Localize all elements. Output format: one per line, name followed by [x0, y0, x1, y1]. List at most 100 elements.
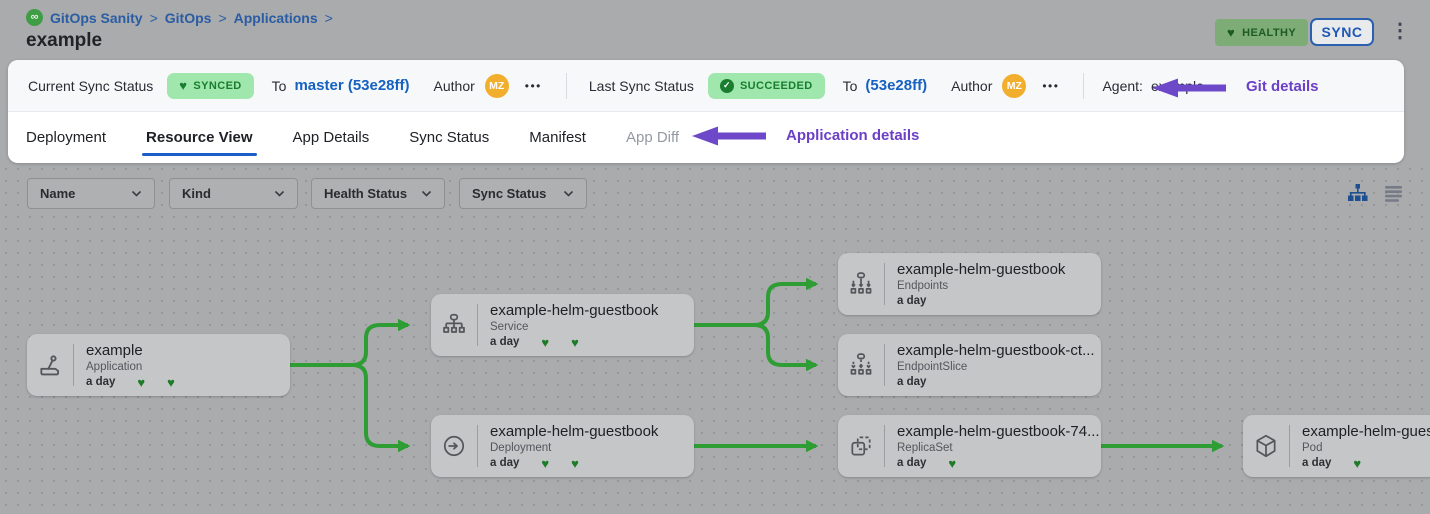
health-badge-label: HEALTHY — [1242, 26, 1297, 39]
last-revision-link[interactable]: (53e28ff) — [865, 77, 928, 94]
node-age: a day — [86, 376, 116, 388]
tab-deployment[interactable]: Deployment — [26, 128, 107, 146]
chevron-down-icon — [274, 190, 285, 197]
node-title: example-helm-guestbook — [897, 261, 1066, 278]
health-status-badge: ♥ HEALTHY — [1215, 19, 1309, 46]
divider — [884, 425, 885, 467]
divider — [565, 72, 567, 99]
author-avatar: MZ — [484, 73, 509, 98]
node-kind: EndpointSlice — [897, 361, 968, 373]
synced-badge-label: SYNCED — [193, 79, 242, 92]
page-title: example — [26, 30, 103, 51]
chevron-down-icon — [131, 190, 142, 197]
node-title: example-helm-guestbook-ct... — [897, 342, 1095, 359]
resource-node-application[interactable]: example Application a day ♥ ♥ — [27, 334, 290, 396]
node-age: a day — [897, 457, 927, 469]
chevron-down-icon — [421, 190, 432, 197]
health-heart-icon: ♥ — [541, 455, 550, 470]
agent-label: Agent: — [1102, 77, 1143, 94]
more-options-icon[interactable]: ••• — [1042, 78, 1060, 93]
resource-node-replicaset[interactable]: example-helm-guestbook-74... ReplicaSet … — [838, 415, 1101, 477]
filter-kind-label: Kind — [182, 186, 211, 201]
application-details-arrow-icon — [692, 126, 766, 146]
divider — [884, 344, 885, 386]
current-revision-link[interactable]: master (53e28ff) — [294, 77, 410, 94]
succeeded-badge-label: SUCCEEDED — [739, 79, 813, 92]
node-title: example-helm-guestbook — [490, 422, 659, 440]
heart-icon: ♥ — [1227, 25, 1236, 40]
current-sync-status-label: Current Sync Status — [28, 77, 154, 94]
node-kind: Deployment — [490, 441, 552, 454]
node-kind: Application — [86, 360, 143, 373]
node-kind: Service — [490, 320, 529, 333]
synced-badge: ♥ SYNCED — [167, 72, 254, 99]
health-heart-icon: ♥ — [1353, 455, 1362, 470]
divider — [1289, 425, 1290, 467]
replicaset-icon — [838, 433, 884, 459]
node-title: example-helm-guestbook — [490, 301, 659, 319]
application-details-annotation: Application details — [786, 127, 920, 144]
tab-app-details[interactable]: App Details — [292, 128, 370, 146]
resource-node-endpointslice[interactable]: example-helm-guestbook-ct... EndpointSli… — [838, 334, 1101, 396]
filter-sync-status-label: Sync Status — [472, 186, 547, 201]
heart-icon: ♥ — [179, 78, 188, 93]
breadcrumb-link-gitops[interactable]: GitOps — [164, 9, 212, 26]
breadcrumb-link-applications[interactable]: Applications — [233, 9, 318, 26]
sync-button[interactable]: SYNC — [1310, 18, 1374, 46]
divider — [477, 304, 478, 346]
node-title: example-helm-guestbook-74... — [897, 422, 1100, 440]
health-heart-icon: ♥ — [541, 334, 550, 349]
endpoints-icon — [838, 271, 884, 297]
resource-node-deployment[interactable]: example-helm-guestbook Deployment a day♥… — [431, 415, 694, 477]
filter-sync-status-dropdown[interactable]: Sync Status — [459, 178, 587, 209]
health-heart-icon: ♥ — [948, 455, 957, 470]
service-icon — [431, 312, 477, 338]
check-circle-icon: ✓ — [719, 78, 734, 93]
tab-app-diff[interactable]: App Diff — [625, 128, 680, 146]
divider — [477, 425, 478, 467]
filter-kind-dropdown[interactable]: Kind — [169, 178, 298, 209]
node-kind: ReplicaSet — [897, 441, 953, 454]
resource-node-pod[interactable]: example-helm-guest Pod a day♥ — [1243, 415, 1430, 477]
deployment-icon — [431, 433, 477, 459]
node-title: example — [86, 341, 143, 359]
tree-view-icon[interactable] — [1347, 183, 1368, 204]
health-heart-icon: ♥ — [137, 374, 146, 389]
succeeded-badge: ✓ SUCCEEDED — [707, 72, 825, 99]
breadcrumb: ∞ GitOps Sanity > GitOps > Applications … — [26, 9, 333, 26]
node-age: a day — [897, 376, 927, 388]
filter-name-label: Name — [40, 186, 76, 201]
to-label: To — [842, 77, 858, 94]
more-options-icon[interactable]: ••• — [524, 78, 542, 93]
filter-health-status-dropdown[interactable]: Health Status — [311, 178, 445, 209]
node-title: example-helm-guest — [1302, 422, 1430, 440]
author-avatar: MZ — [1002, 73, 1027, 98]
endpointslice-icon — [838, 352, 884, 378]
filter-name-dropdown[interactable]: Name — [27, 178, 155, 209]
chevron-down-icon — [563, 190, 574, 197]
tab-sync-status[interactable]: Sync Status — [409, 128, 490, 146]
node-age: a day — [490, 336, 520, 348]
node-age: a day — [1302, 457, 1332, 469]
filter-health-status-label: Health Status — [324, 186, 408, 201]
kebab-menu-icon[interactable]: ⋮ — [1390, 20, 1410, 42]
divider — [1083, 72, 1085, 99]
gitops-logo-icon: ∞ — [26, 9, 43, 26]
list-view-icon[interactable] — [1384, 185, 1404, 203]
git-details-arrow-icon — [1152, 78, 1226, 98]
tab-resource-view[interactable]: Resource View — [142, 112, 257, 162]
tab-manifest[interactable]: Manifest — [529, 128, 586, 146]
to-label: To — [271, 77, 287, 94]
resource-node-endpoints[interactable]: example-helm-guestbook Endpoints a day — [838, 253, 1101, 315]
breadcrumb-link-gitops-sanity[interactable]: GitOps Sanity — [50, 9, 143, 26]
breadcrumb-separator: > — [149, 9, 158, 26]
breadcrumb-separator: > — [324, 9, 333, 26]
git-details-annotation: Git details — [1246, 78, 1319, 95]
node-kind: Endpoints — [897, 280, 949, 292]
author-label: Author — [951, 77, 993, 94]
health-heart-icon: ♥ — [167, 374, 175, 389]
health-heart-icon: ♥ — [571, 334, 579, 349]
app-details-panel: Current Sync Status ♥ SYNCED To master (… — [8, 60, 1404, 163]
resource-node-service[interactable]: example-helm-guestbook Service a day ♥ ♥ — [431, 294, 694, 356]
